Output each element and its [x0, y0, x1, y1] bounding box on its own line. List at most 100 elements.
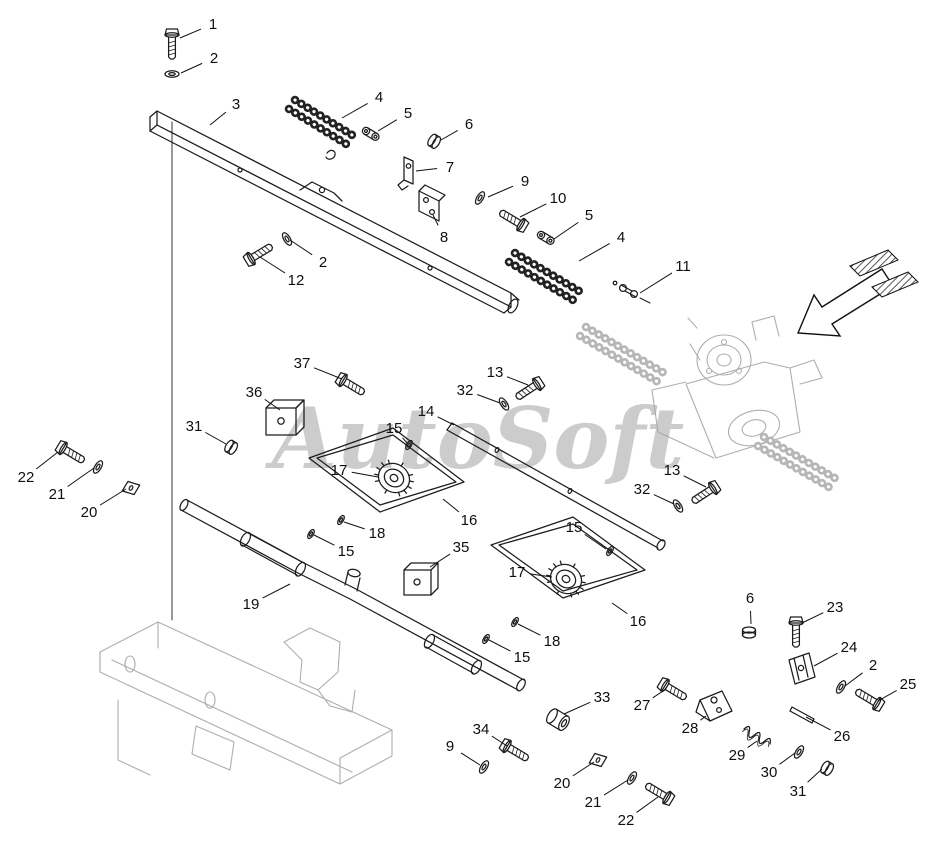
callout-label: 5	[585, 207, 593, 224]
callout-leader	[517, 623, 541, 636]
callout-leader	[747, 740, 758, 748]
callout-label: 13	[664, 462, 681, 479]
callout-label: 18	[544, 633, 561, 650]
callout-leader	[440, 130, 458, 141]
callout-leader	[402, 437, 408, 444]
callout-leader	[99, 488, 127, 506]
callout-label: 9	[446, 738, 454, 755]
arrow-stripe-1	[849, 249, 899, 277]
callout-leader	[209, 111, 227, 126]
callout-leader	[639, 272, 673, 294]
part-bracket-24	[788, 652, 816, 685]
callout-label: 11	[675, 258, 691, 275]
part-bracket-36	[265, 399, 305, 436]
callout-leader	[262, 583, 291, 599]
callout-label: 6	[746, 590, 754, 607]
callout-leader	[477, 394, 501, 404]
callout-leader	[519, 203, 547, 218]
callout-label: 32	[457, 382, 474, 399]
callout-label: 22	[18, 469, 35, 486]
callout-leader	[578, 243, 610, 262]
callout-leader	[584, 533, 607, 550]
part-washer-9b	[477, 758, 491, 776]
callout-leader	[779, 752, 796, 765]
callout-label: 33	[594, 689, 611, 706]
part-bracket-8	[418, 184, 446, 222]
part-nut-31a	[222, 438, 240, 457]
callout-leader	[341, 102, 368, 119]
callout-label: 18	[369, 525, 386, 542]
callout-label: 30	[761, 764, 778, 781]
part-bolt-27	[655, 675, 690, 705]
part-block-35	[403, 562, 439, 596]
callout-leader	[611, 602, 628, 615]
callout-leader	[313, 534, 335, 546]
part-washer-21a	[91, 458, 105, 476]
part-link-11	[612, 280, 651, 304]
direction-arrow	[796, 249, 919, 337]
arrow-outline	[796, 268, 894, 337]
part-nut-6a	[425, 132, 443, 151]
callout-leader	[700, 715, 707, 721]
part-nut-6b	[741, 626, 757, 639]
part-bolt-22a	[53, 438, 88, 468]
callout-leader	[801, 612, 824, 624]
part-tube-19	[179, 498, 526, 692]
callout-leader	[442, 498, 460, 513]
callout-label: 10	[550, 190, 567, 207]
callout-label: 37	[294, 355, 311, 372]
callout-leader	[429, 553, 451, 568]
callout-label: 4	[375, 89, 383, 106]
callout-leader	[844, 672, 863, 687]
callout-label: 14	[418, 403, 435, 420]
part-ring-15b	[305, 527, 317, 541]
part-washer-2b	[280, 230, 294, 248]
callout-label: 28	[682, 720, 699, 737]
callout-label: 4	[617, 229, 625, 246]
callout-label: 22	[618, 812, 635, 829]
part-washer-32b	[670, 497, 686, 515]
part-washer-21b	[625, 769, 639, 787]
callout-label: 6	[465, 116, 473, 133]
callout-leader	[529, 573, 553, 578]
callout-leader	[351, 471, 379, 478]
part-ring-18b	[509, 615, 521, 629]
callout-label: 32	[634, 481, 651, 498]
callout-label: 16	[461, 512, 478, 529]
part-washer-9a	[473, 189, 487, 207]
callout-leader	[653, 494, 675, 505]
callout-leader	[805, 716, 831, 731]
callout-label: 34	[473, 721, 490, 738]
part-square-ring-16a	[308, 427, 465, 513]
callout-label: 20	[554, 775, 571, 792]
callout-leader	[506, 376, 529, 386]
callout-label: 15	[566, 519, 583, 536]
callout-leader	[877, 689, 897, 702]
part-ring-18a	[335, 513, 347, 527]
callout-leader	[563, 701, 591, 715]
ghost-chains	[575, 322, 845, 495]
part-bolt-1	[164, 28, 180, 60]
callout-leader	[636, 796, 659, 813]
callout-label: 2	[869, 657, 877, 674]
callout-leader	[264, 398, 281, 411]
callout-label: 20	[81, 504, 98, 521]
part-bolt-34	[497, 736, 532, 766]
part-nut-31b	[818, 759, 836, 778]
callout-leader	[683, 475, 707, 488]
part-bolt-10	[496, 205, 531, 235]
part-clip-20a	[121, 478, 141, 498]
callout-leader	[553, 221, 579, 240]
ghost-context	[99, 315, 845, 785]
part-bracket-7	[397, 156, 414, 191]
callout-leader	[652, 688, 667, 699]
part-washer-2a	[164, 70, 180, 78]
part-bolt-13b	[688, 478, 723, 509]
callout-label: 1	[209, 16, 217, 33]
callout-leader	[491, 735, 508, 747]
callout-label: 2	[319, 254, 327, 271]
callout-label: 31	[790, 783, 807, 800]
callout-label: 5	[404, 105, 412, 122]
